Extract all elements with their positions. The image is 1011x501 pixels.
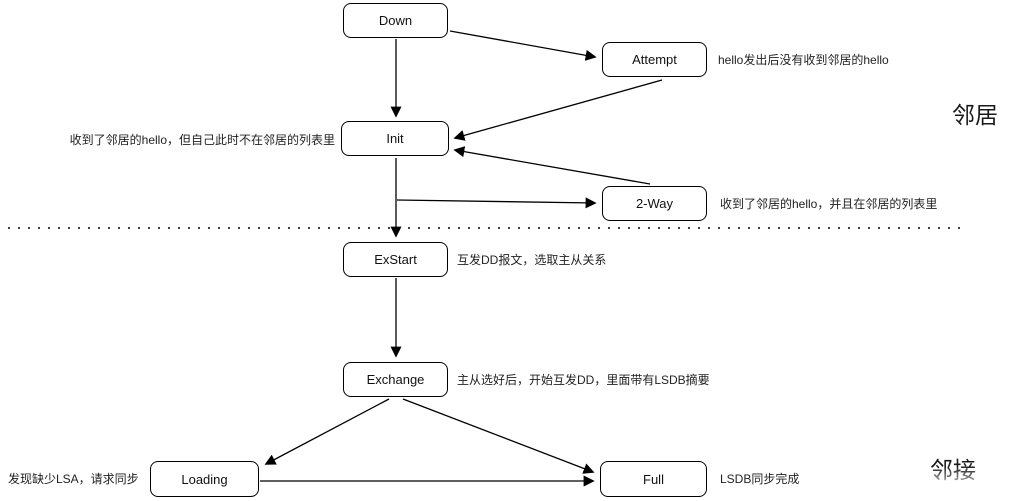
- region-label-neighbor: 邻居: [952, 102, 998, 128]
- edge-down-attempt: [449, 30, 597, 61]
- state-node-loading: Loading: [150, 461, 259, 497]
- edge-init-twoway: [396, 197, 597, 209]
- state-label-two-way: 2-Way: [635, 196, 674, 211]
- state-label-exstart: ExStart: [374, 252, 417, 267]
- state-label-attempt: Attempt: [632, 52, 677, 67]
- edge-exchange-full: [402, 398, 595, 474]
- state-label-init: Init: [386, 131, 404, 146]
- state-node-exchange: Exchange: [343, 362, 448, 397]
- note-full: LSDB同步完成: [720, 472, 800, 486]
- state-label-exchange: Exchange: [366, 372, 425, 387]
- state-node-init: Init: [341, 121, 449, 156]
- state-node-full: Full: [600, 461, 707, 497]
- state-label-loading: Loading: [181, 471, 228, 487]
- state-node-two-way: 2-Way: [602, 186, 707, 221]
- note-exstart: 互发DD报文，选取主从关系: [457, 253, 607, 267]
- note-two-way: 收到了邻居的hello，并且在邻居的列表里: [720, 197, 938, 211]
- region-label-adjacency-text: 邻接: [930, 457, 976, 483]
- state-label-full: Full: [643, 471, 664, 487]
- state-label-down: Down: [378, 13, 413, 28]
- note-init: 收到了邻居的hello，但自己此时不在邻居的列表里: [69, 133, 335, 147]
- edge-twoway-init: [453, 146, 651, 185]
- state-node-down: Down: [343, 3, 448, 38]
- region-label-adjacency: 邻接: [926, 451, 982, 499]
- note-loading: 发现缺少LSA，请求同步: [8, 472, 139, 486]
- edge-exchange-loading: [264, 398, 390, 465]
- state-node-exstart: ExStart: [343, 242, 448, 277]
- note-attempt: hello发出后没有收到邻居的hello: [718, 53, 889, 67]
- state-node-attempt: Attempt: [602, 42, 707, 77]
- edge-attempt-init: [453, 79, 663, 141]
- note-exchange: 主从选好后，开始互发DD，里面带有LSDB摘要: [457, 373, 710, 387]
